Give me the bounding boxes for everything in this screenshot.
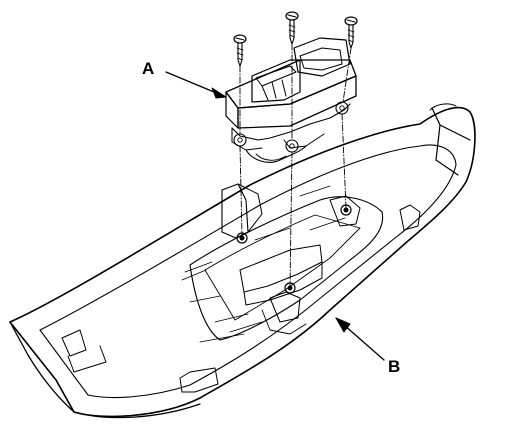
alignment-lines [239, 43, 352, 287]
callout-label-a: A [142, 59, 155, 78]
screw-left [233, 34, 247, 67]
leader-arrow-a [165, 71, 227, 99]
switch-assembly [225, 37, 357, 163]
mounting-holes [236, 204, 352, 294]
leader-arrow-b [335, 317, 385, 361]
armrest-panel [9, 103, 476, 419]
callout-label-b: B [388, 357, 401, 376]
screws [233, 11, 358, 67]
screw-center [285, 11, 299, 45]
